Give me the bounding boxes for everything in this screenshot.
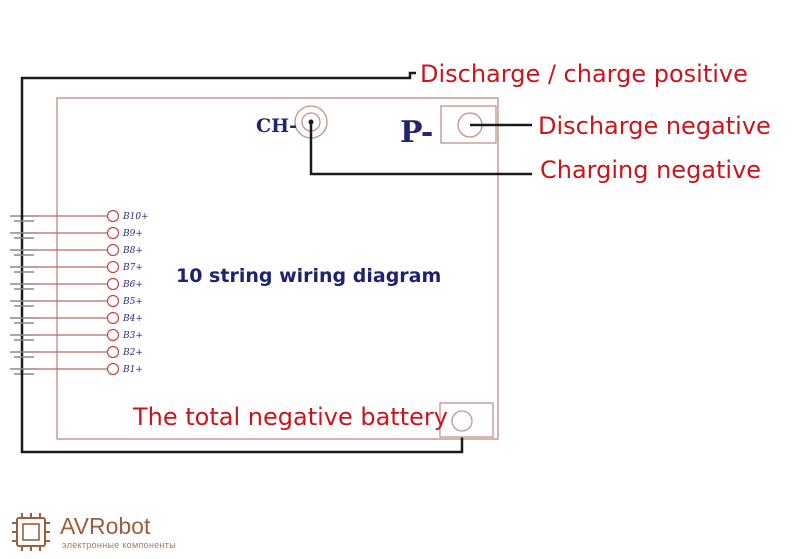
avrobot-logo: AVRobot электронные компоненты bbox=[12, 513, 176, 551]
balance-pin bbox=[106, 209, 120, 223]
p-pad-label: P- bbox=[400, 115, 433, 150]
balance-pin bbox=[106, 345, 120, 359]
positive-wire bbox=[20, 71, 416, 218]
balance-pin bbox=[106, 328, 120, 342]
total-negative-label: The total negative battery bbox=[132, 403, 448, 431]
balance-pin-label: B3+ bbox=[122, 331, 143, 341]
charging-negative-label: Charging negative bbox=[540, 156, 761, 184]
discharge-negative-label: Discharge negative bbox=[538, 112, 771, 140]
balance-pin-label: B5+ bbox=[122, 297, 143, 307]
balance-pin-label: B9+ bbox=[122, 229, 143, 239]
negative-wire bbox=[20, 370, 464, 454]
balance-pin bbox=[106, 311, 120, 325]
balance-pin bbox=[106, 294, 120, 308]
balance-pin bbox=[106, 260, 120, 274]
balance-pin bbox=[106, 362, 120, 376]
balance-pin-label: B10+ bbox=[122, 212, 149, 222]
chip-icon bbox=[12, 513, 50, 551]
balance-pin-label: B2+ bbox=[122, 348, 143, 358]
ch-pad-label: CH- bbox=[256, 115, 297, 137]
total-negative-pad bbox=[439, 402, 494, 438]
balance-pin bbox=[106, 243, 120, 257]
discharge-charge-positive-label: Discharge / charge positive bbox=[420, 60, 748, 88]
balance-pin bbox=[106, 226, 120, 240]
balance-pin-label: B7+ bbox=[122, 263, 143, 273]
board-outline bbox=[56, 97, 499, 440]
charging-negative-wire bbox=[309, 124, 532, 176]
balance-pin-label: B6+ bbox=[122, 280, 143, 290]
diagram-title: 10 string wiring diagram bbox=[176, 265, 441, 287]
logo-tagline: электронные компоненты bbox=[62, 540, 176, 550]
balance-pins: B10+ B9+ B8+ B7+ B6+ B5+ B4+ B3+ B2+ B1+ bbox=[38, 209, 149, 376]
logo-brand: AVRobot bbox=[60, 513, 151, 539]
ch-pad bbox=[294, 105, 328, 139]
balance-pin-label: B1+ bbox=[122, 365, 143, 375]
balance-pin-label: B8+ bbox=[122, 246, 143, 256]
battery-stack bbox=[10, 215, 38, 375]
balance-pin bbox=[106, 277, 120, 291]
balance-pin-label: B4+ bbox=[122, 314, 143, 324]
